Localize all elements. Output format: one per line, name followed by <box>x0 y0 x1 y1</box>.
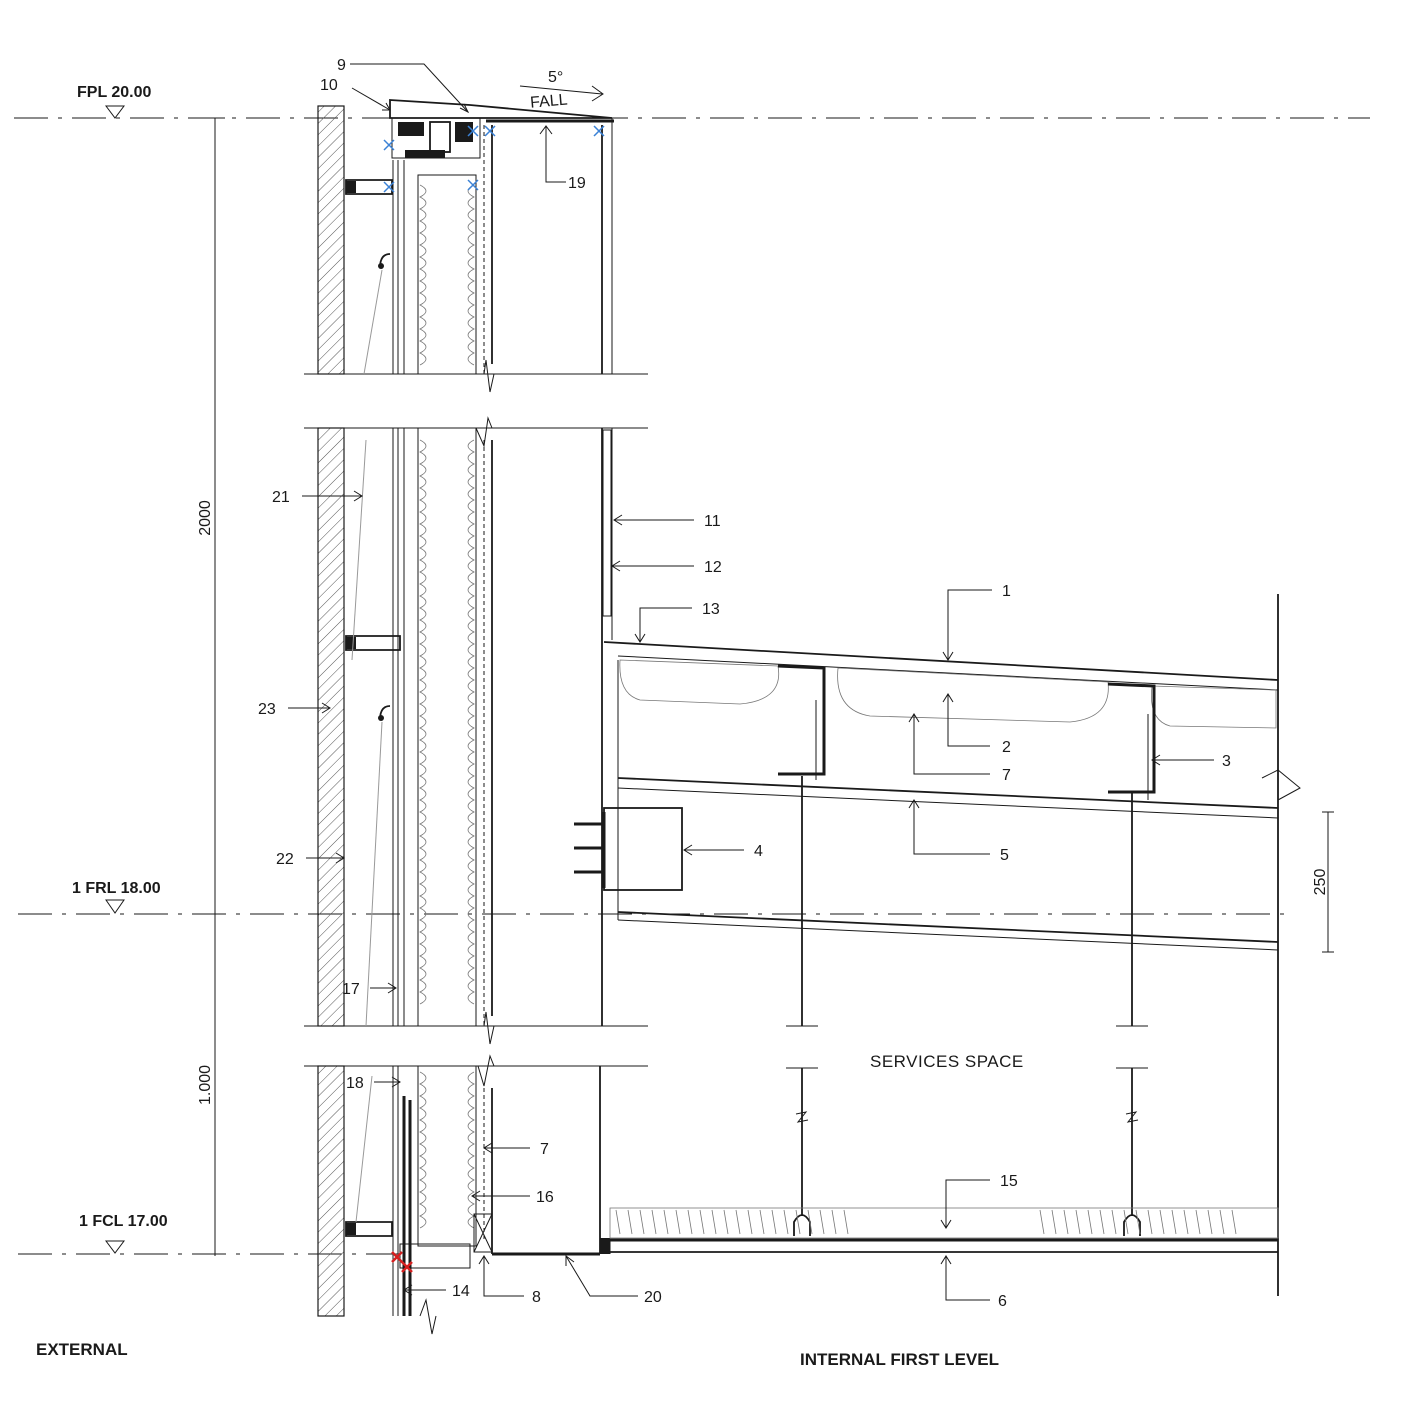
callout-18: 18 <box>346 1075 364 1092</box>
services-space-label: SERVICES SPACE <box>870 1052 1024 1071</box>
callout-12: 12 <box>704 559 722 576</box>
level-lines: FPL 20.00 1 FRL 18.00 1 FCL 17.00 <box>14 84 1370 1255</box>
callout-3: 3 <box>1222 753 1231 770</box>
callout-labels: 9 10 19 11 12 13 1 2 7 3 4 5 21 23 22 17… <box>258 57 1231 1310</box>
external-label: EXTERNAL <box>36 1340 128 1359</box>
callout-22: 22 <box>276 851 294 868</box>
callout-7-upper: 7 <box>1002 767 1011 784</box>
callout-9: 9 <box>337 57 346 74</box>
dimension-upper: 2000 <box>197 500 214 536</box>
callout-11: 11 <box>704 513 721 530</box>
callout-2: 2 <box>1002 739 1011 756</box>
callout-20: 20 <box>644 1289 662 1306</box>
dimension-right: 250 <box>1312 869 1329 896</box>
fall-label: FALL <box>529 92 568 112</box>
fcl-level-marker-icon <box>105 1240 125 1254</box>
fpl-level-marker-icon <box>105 105 125 119</box>
callout-15: 15 <box>1000 1173 1018 1190</box>
callout-leaders <box>288 63 1214 1301</box>
callout-8: 8 <box>532 1289 541 1306</box>
wall-middle-segment <box>304 416 648 1045</box>
dimension-lower: 1.000 <box>197 1065 214 1105</box>
callout-14: 14 <box>452 1283 470 1300</box>
callout-10: 10 <box>320 77 338 94</box>
callout-19: 19 <box>568 175 586 192</box>
fcl-level-label: 1 FCL 17.00 <box>79 1213 168 1230</box>
callout-1: 1 <box>1002 583 1011 600</box>
fall-annotation: 5° FALL <box>519 69 604 112</box>
roof-assembly <box>574 594 1301 1296</box>
internal-label: INTERNAL FIRST LEVEL <box>800 1350 999 1369</box>
dimension-lines: 2000 1.000 250 <box>197 117 1334 1256</box>
callout-23: 23 <box>258 701 276 718</box>
flashing-icon <box>391 1251 413 1273</box>
frl-level-label: 1 FRL 18.00 <box>72 880 161 897</box>
callout-21: 21 <box>272 489 290 506</box>
wall-lower-segment <box>304 1054 648 1335</box>
callout-6: 6 <box>998 1293 1007 1310</box>
frl-level-marker-icon <box>105 899 125 914</box>
callout-13: 13 <box>702 601 720 618</box>
callout-17: 17 <box>342 981 360 998</box>
callout-7-lower: 7 <box>540 1141 549 1158</box>
wall-upper-segment <box>304 99 648 393</box>
callout-5: 5 <box>1000 847 1009 864</box>
fall-angle: 5° <box>548 69 563 86</box>
callout-4: 4 <box>754 843 763 860</box>
callout-16: 16 <box>536 1189 554 1206</box>
fpl-level-label: FPL 20.00 <box>77 84 152 101</box>
fixing-marks-icon <box>383 125 605 193</box>
